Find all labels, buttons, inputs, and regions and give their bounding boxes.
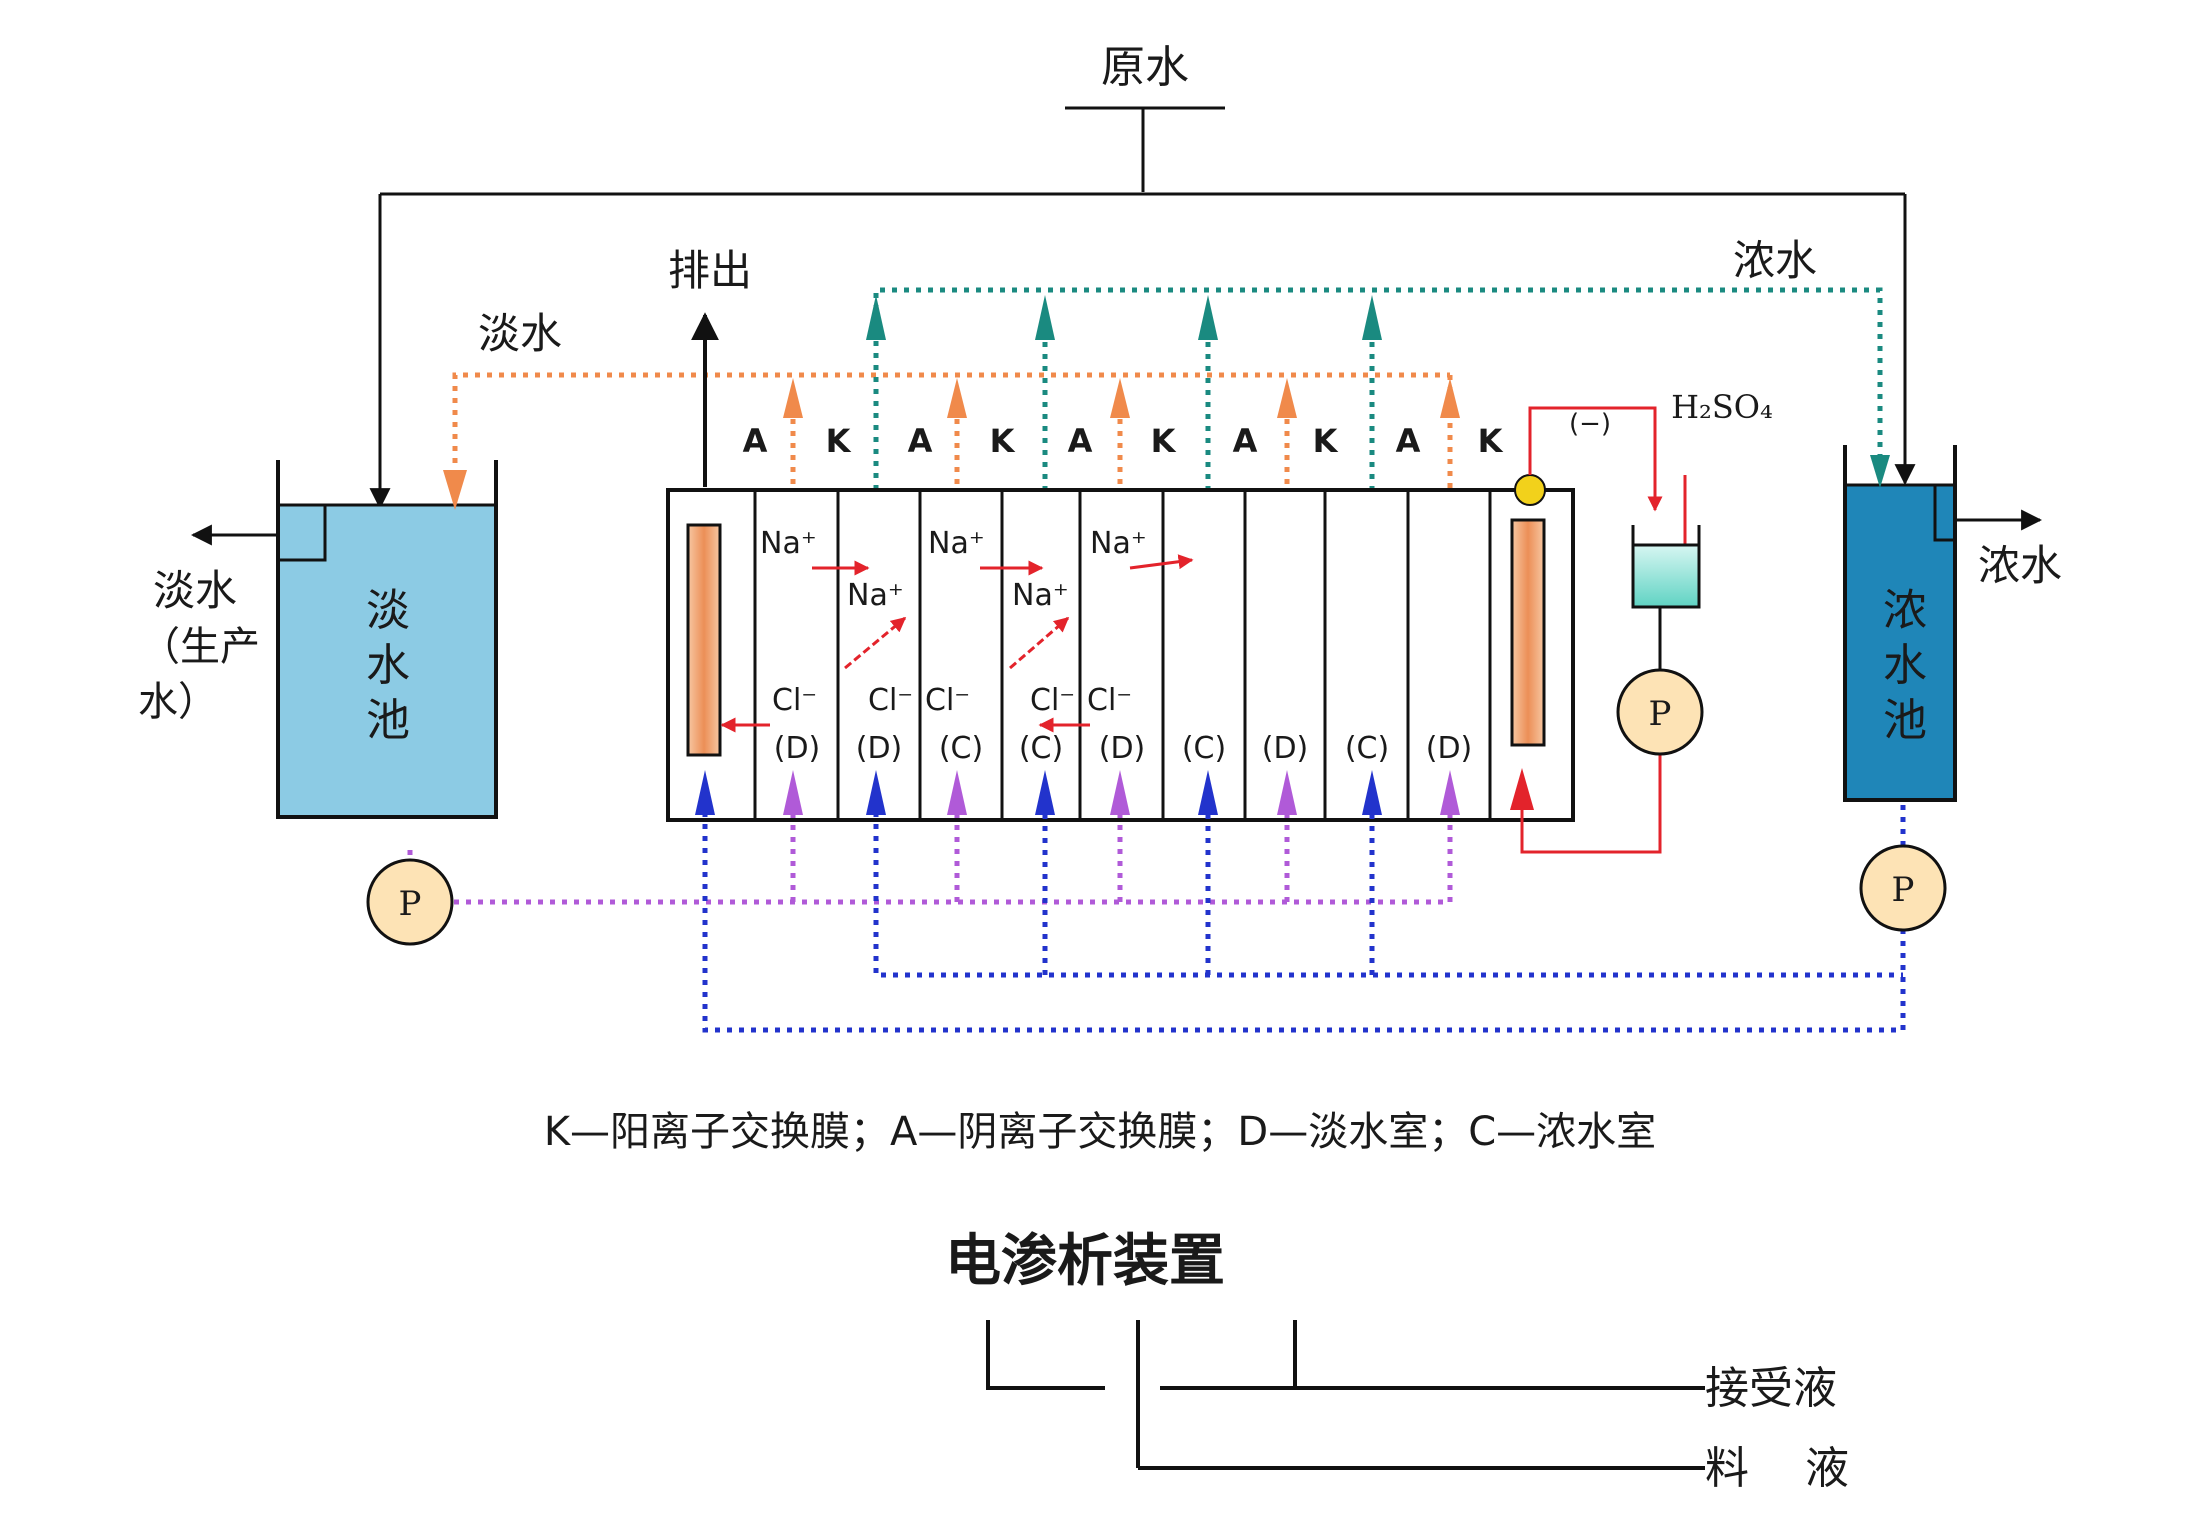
pump-acid: P — [1616, 668, 1704, 756]
chamber-label: (D) — [856, 731, 903, 766]
concentrate-tank-label-1: 浓 — [1883, 585, 1927, 636]
raw-water-feed: 原水 — [369, 42, 1916, 510]
membrane-label: K — [826, 422, 852, 460]
dilute-outlet-label-2: （生产 — [140, 624, 260, 670]
chamber-label: (D) — [774, 731, 821, 766]
membrane-label: A — [1396, 422, 1421, 460]
anode-electrode — [686, 523, 722, 757]
ion-labels: Na⁺ Na⁺ Na⁺ Na⁺ Na⁺ Cl⁻ Cl⁻ Cl⁻ Cl⁻ Cl⁻ — [760, 526, 1147, 718]
cl-ion-label: Cl⁻ — [1030, 683, 1075, 718]
membrane-lines — [753, 490, 1492, 820]
chamber-label: (D) — [1262, 731, 1309, 766]
cl-ion-label: Cl⁻ — [1087, 683, 1132, 718]
pump-label: P — [1649, 694, 1672, 734]
acid-tank — [1631, 543, 1701, 609]
concentrate-tank-label-3: 池 — [1883, 695, 1927, 746]
concentrate-tank-label-2: 水 — [1883, 640, 1927, 691]
dilute-flow-arrowheads — [443, 378, 1460, 510]
dilute-tank-label-2: 水 — [366, 640, 410, 691]
chamber-label: (C) — [1019, 731, 1063, 766]
pump-label: P — [1892, 870, 1915, 910]
feed-flow-blue — [702, 800, 1906, 1033]
concentrate-outlet-label: 浓水 — [1978, 541, 2062, 590]
chamber-label: (C) — [1345, 731, 1389, 766]
na-ion-label: Na⁺ — [1090, 526, 1147, 561]
membrane-label: A — [908, 422, 933, 460]
membrane-label: K — [1151, 422, 1177, 460]
dilute-tank-label-3: 池 — [366, 695, 410, 746]
chamber-label: (C) — [1182, 731, 1226, 766]
acid-return-arrowhead — [1510, 768, 1534, 810]
na-ion-label: Na⁺ — [847, 578, 904, 613]
dialysis-stack: A K A K A K A K A K (D) (D) (C) (C) (D) … — [666, 422, 1575, 822]
drain-label: 排出 — [668, 246, 752, 295]
membrane-label: K — [1478, 422, 1504, 460]
membrane-label: A — [1068, 422, 1093, 460]
cathode-electrode — [1510, 518, 1546, 747]
na-ion-label: Na⁺ — [760, 526, 817, 561]
electrode-terminal — [1514, 474, 1546, 506]
membrane-label: K — [1313, 422, 1339, 460]
chamber-label: (D) — [1099, 731, 1146, 766]
membrane-labels: A K A K A K A K A K — [743, 422, 1504, 460]
membrane-label: K — [990, 422, 1016, 460]
pump-dilute: P — [366, 858, 454, 946]
concentrate-flow-arrowheads — [866, 295, 1890, 488]
ion-migration-arrows — [720, 554, 1194, 733]
legend-text: K—阳离子交换膜；A—阴离子交换膜；D—淡水室；C—浓水室 — [544, 1109, 1656, 1155]
chamber-label: (C) — [939, 731, 983, 766]
dilute-outlet-label-1: 淡水 — [153, 566, 237, 615]
pump-label: P — [399, 884, 422, 924]
device-schematic — [986, 1320, 1705, 1470]
feed-liquid-label: 料 液 — [1705, 1443, 1849, 1494]
membrane-label: A — [743, 422, 768, 460]
cathode-sign-label: (−) — [1569, 409, 1611, 439]
chamber-label: (D) — [1426, 731, 1473, 766]
dilute-tank-label-1: 淡 — [366, 585, 410, 636]
cl-ion-label: Cl⁻ — [925, 683, 970, 718]
concentrate-water-line-label: 浓水 — [1733, 236, 1817, 285]
device-title: 电渗析装置 — [945, 1228, 1225, 1294]
cl-ion-label: Cl⁻ — [772, 683, 817, 718]
chamber-labels: (D) (D) (C) (C) (D) (C) (D) (C) (D) — [774, 731, 1473, 766]
membrane-label: A — [1233, 422, 1258, 460]
dilute-tank: 淡 水 池 淡水 （生产 水） — [138, 460, 498, 819]
receiving-liquid-label: 接受液 — [1705, 1363, 1837, 1414]
na-ion-label: Na⁺ — [1012, 578, 1069, 613]
concentrate-tank: 浓 水 池 浓水 — [1843, 445, 2062, 802]
acid-circuit: (−) H₂SO₄ — [1510, 388, 1773, 854]
concentrate-flow-lines — [873, 287, 1883, 520]
feed-flow-arrowheads — [695, 770, 1460, 815]
dilute-outlet-label-3: 水） — [138, 679, 218, 725]
pump-concentrate: P — [1859, 844, 1947, 932]
na-ion-label: Na⁺ — [928, 526, 985, 561]
dilute-water-line-label: 淡水 — [478, 309, 562, 358]
raw-water-label: 原水 — [1101, 42, 1189, 93]
acid-label: H₂SO₄ — [1671, 388, 1773, 426]
cl-ion-label: Cl⁻ — [868, 683, 913, 718]
